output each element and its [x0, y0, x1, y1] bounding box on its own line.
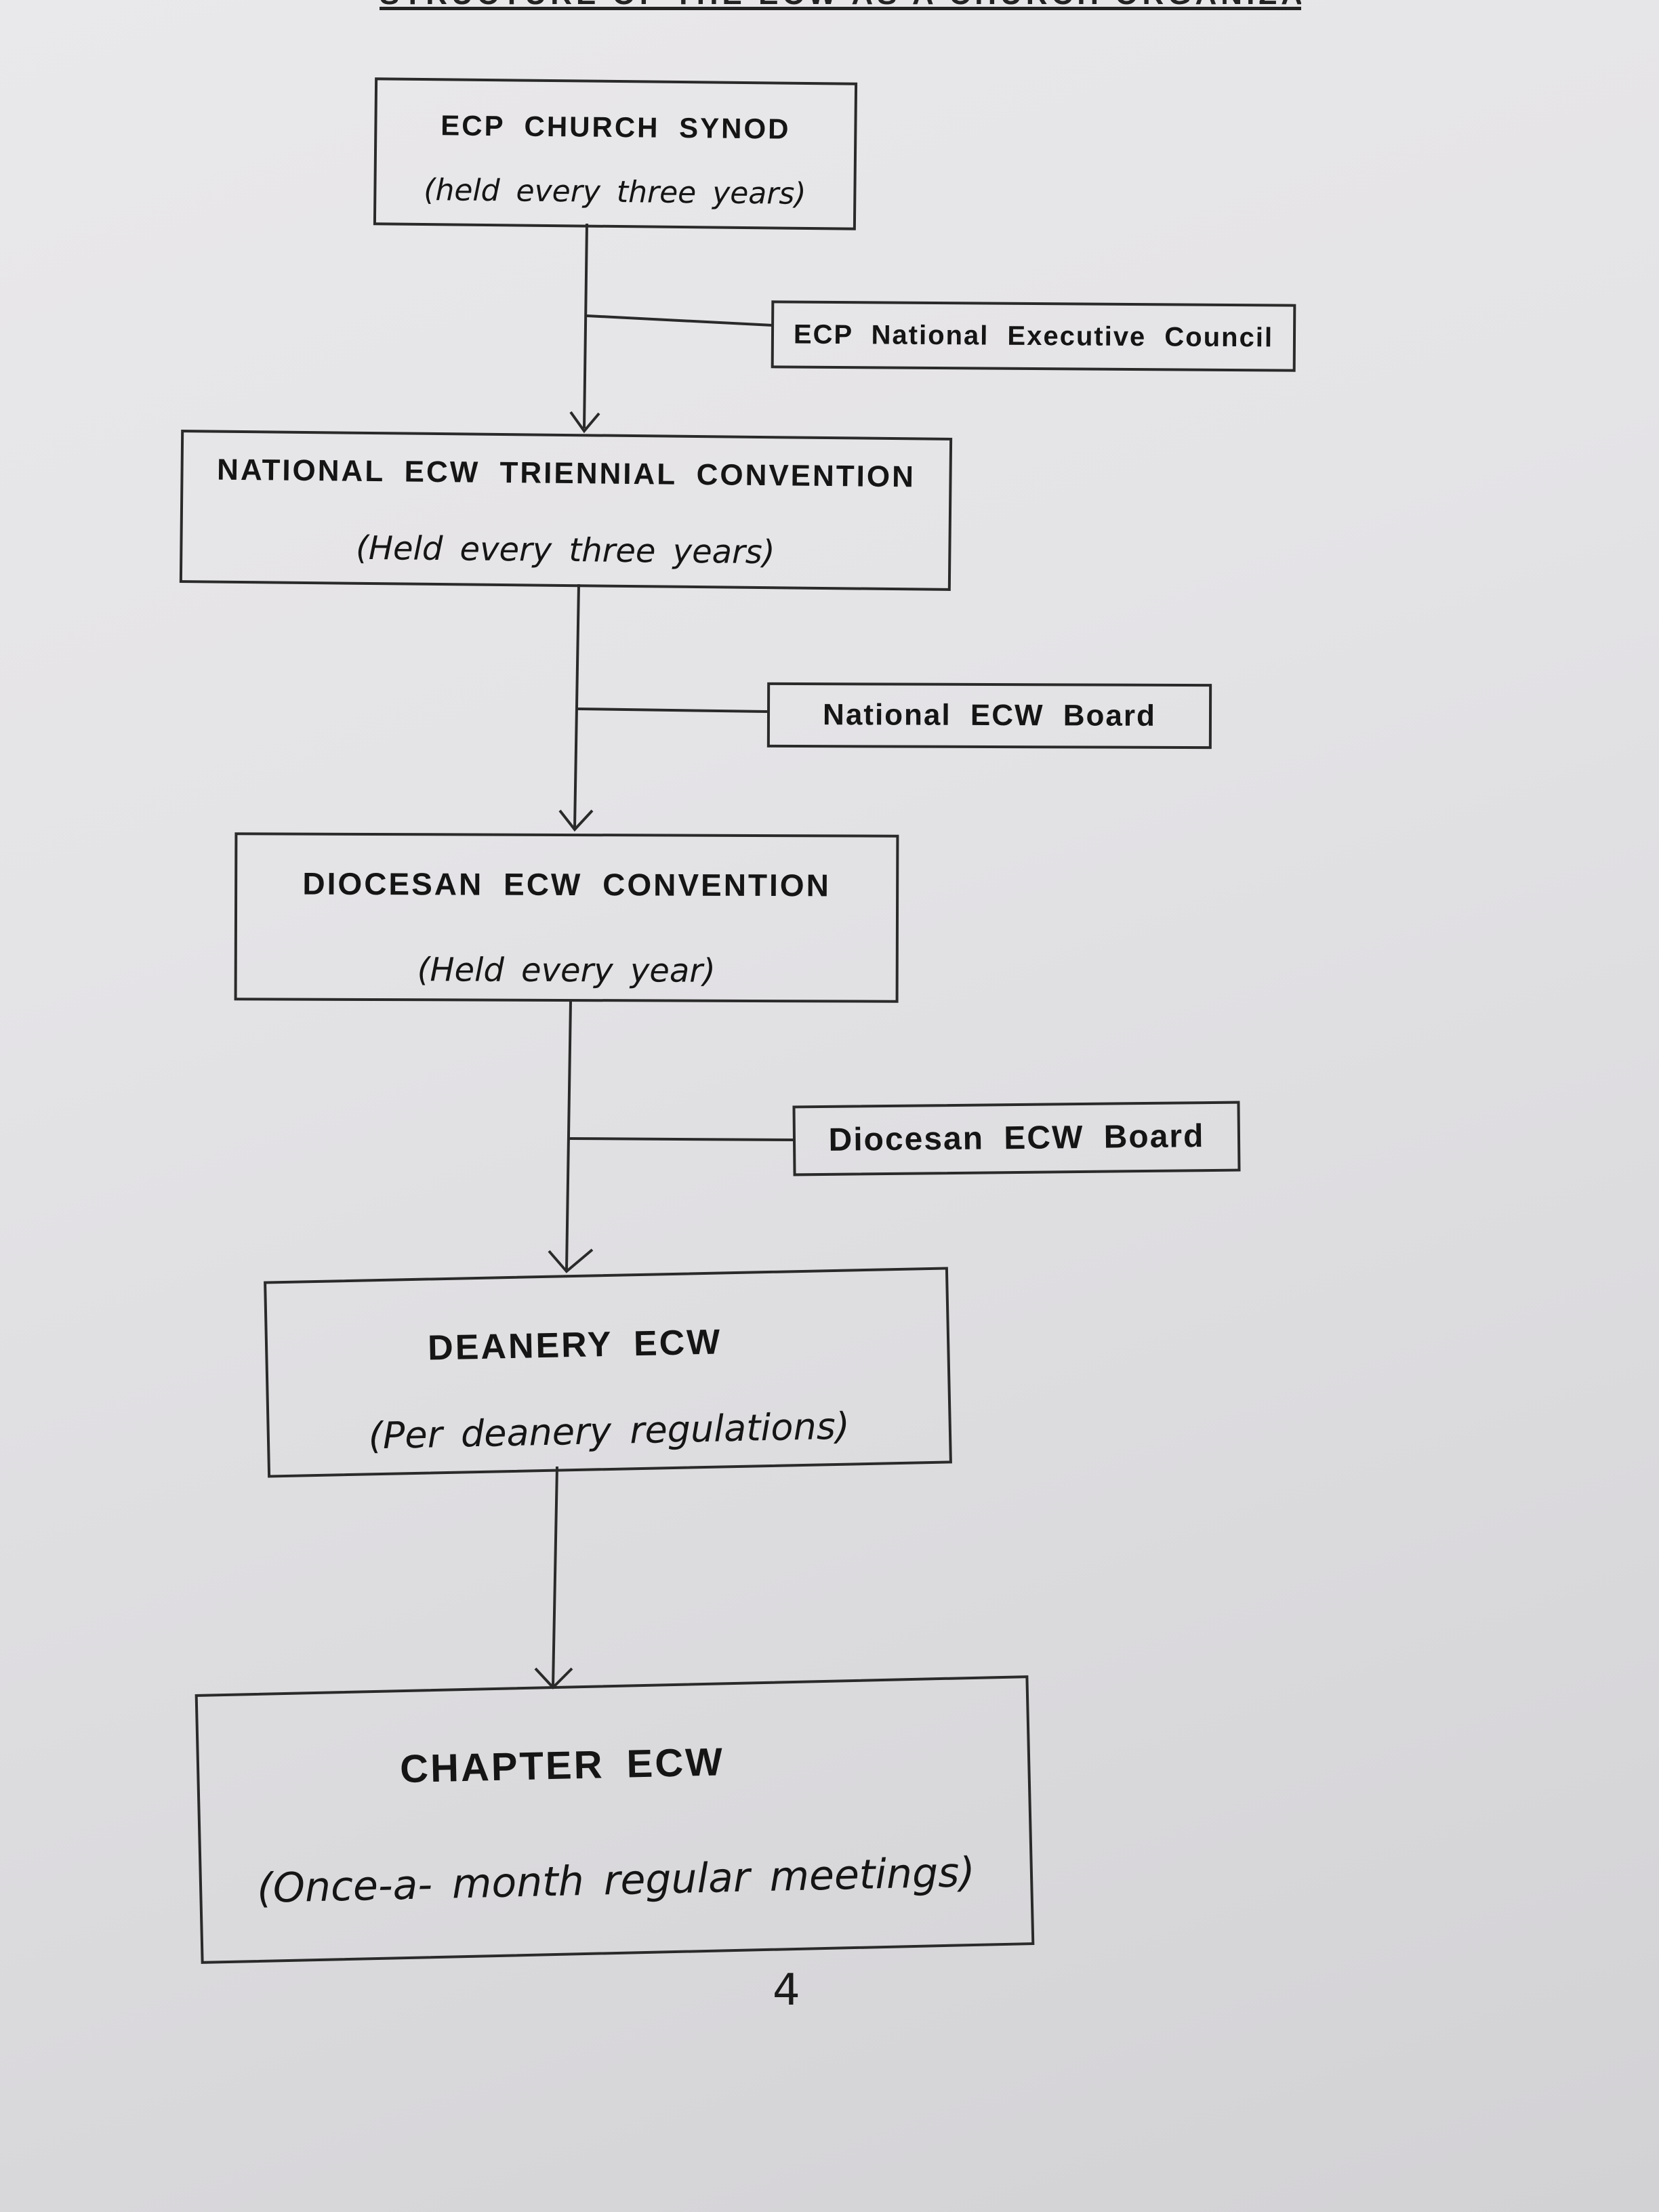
arrow-head-4: [534, 1667, 573, 1689]
national-convention-box: NATIONAL ECW TRIENNIAL CONVENTION (Held …: [179, 430, 953, 591]
synod-title: ECP CHURCH SYNOD: [441, 109, 791, 145]
chapter-box: CHAPTER ECW (Once-a- month regular meeti…: [194, 1675, 1035, 1964]
connector-national-to-diocesan: [573, 583, 580, 829]
arrow-head-3: [548, 1248, 594, 1273]
synod-box: ECP CHURCH SYNOD (held every three years…: [373, 77, 858, 230]
national-board-box: National ECW Board: [766, 682, 1212, 750]
branch-to-national-board: [577, 708, 768, 713]
chapter-title: CHAPTER ECW: [399, 1740, 725, 1792]
deanery-title: DEANERY ECW: [427, 1322, 722, 1368]
connector-synod-to-national: [583, 223, 588, 429]
national-convention-subtitle: (Held every three years): [355, 529, 775, 572]
diocesan-convention-box: DIOCESAN ECW CONVENTION (Held every year…: [234, 832, 899, 1003]
branch-to-executive-council: [586, 314, 773, 327]
diocesan-convention-subtitle: (Held every year): [417, 951, 716, 990]
chapter-subtitle: (Once-a- month regular meetings): [256, 1848, 976, 1912]
executive-council-box: ECP National Executive Council: [771, 300, 1296, 372]
page-heading: STRUCTURE OF THE ECW AS A CHURCH ORGANIZ…: [380, 0, 1301, 10]
diocesan-convention-title: DIOCESAN ECW CONVENTION: [302, 865, 831, 903]
national-convention-title: NATIONAL ECW TRIENNIAL CONVENTION: [216, 453, 916, 494]
deanery-box: DEANERY ECW (Per deanery regulations): [264, 1267, 952, 1478]
synod-subtitle: (held every three years): [424, 173, 806, 211]
page-number: 4: [773, 1965, 800, 2015]
deanery-subtitle: (Per deanery regulations): [368, 1404, 851, 1458]
arrow-head-1: [569, 411, 600, 434]
connector-deanery-to-chapter: [552, 1466, 558, 1687]
diocesan-board-box: Diocesan ECW Board: [792, 1101, 1241, 1176]
branch-to-diocesan-board: [567, 1137, 795, 1141]
arrow-head-2: [558, 809, 594, 832]
connector-diocesan-to-deanery: [565, 1001, 572, 1271]
